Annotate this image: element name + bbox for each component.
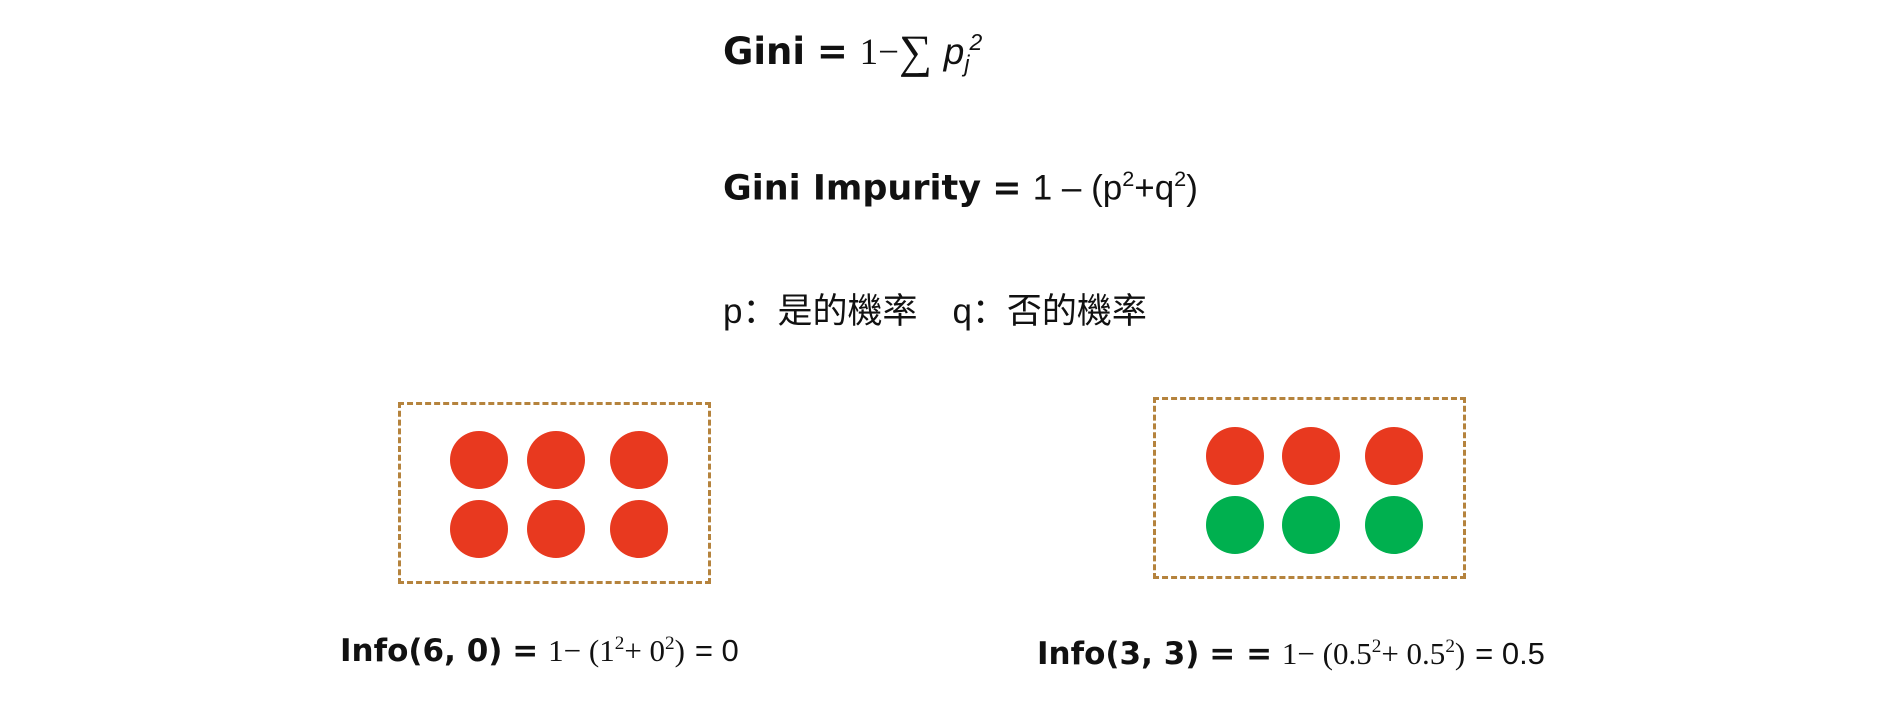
right-sup-a: 2 [1371,636,1382,657]
right-dot-2 [1282,427,1340,485]
right-result: = 0.5 [1475,635,1545,671]
left-dot-1 [450,431,508,489]
gini-impurity-equals: = [992,168,1022,209]
probability-legend: p：是的機率 q：否的機率 [723,292,1147,331]
gini-impurity-sup-q: 2 [1174,166,1187,191]
left-sup-a: 2 [614,633,625,654]
right-info-equation: Info(3, 3) = = 1− (0.52+ 0.52) = 0.5 [1037,637,1545,670]
gini-impurity-sup-p: 2 [1122,166,1135,191]
left-sup-b: 2 [665,633,675,654]
gini-formula: Gini = 1−∑ pj2 [723,27,983,78]
right-sup-b: 2 [1445,636,1455,657]
left-dot-2 [527,431,585,489]
left-dot-3 [610,431,668,489]
gini-impurity-label: Gini Impurity [723,168,982,209]
left-info-label: Info(6, 0) [340,632,503,669]
right-expr-b: + 0.5 [1381,635,1446,671]
left-sample-box [398,402,711,584]
left-result: = 0 [694,632,739,668]
right-expr-c: ) [1454,635,1466,671]
gini-one: 1 [859,32,879,74]
gini-equals: = [816,30,848,74]
right-expr-a: 1− (0.5 [1281,635,1372,671]
left-dot-4 [450,500,508,558]
right-dot-5 [1282,496,1340,554]
left-expr-a: 1− (1 [548,632,615,668]
gini-label: Gini [723,30,806,74]
gini-impurity-plus-q: +q [1134,168,1175,208]
gini-impurity-close: ) [1186,168,1198,208]
gini-minus: − [878,32,899,74]
right-dot-6 [1365,496,1423,554]
left-info-equals: = [512,632,539,669]
left-expr-c: ) [674,632,685,668]
right-info-equals: = = [1209,635,1273,672]
gini-sigma: ∑ [899,27,932,78]
gini-p: p [943,31,965,73]
left-expr-b: + 0 [624,632,666,668]
right-info-label: Info(3, 3) [1037,635,1200,672]
right-dot-1 [1206,427,1264,485]
left-dot-5 [527,500,585,558]
left-dot-6 [610,500,668,558]
right-sample-box [1153,397,1466,579]
gini-impurity-lead: 1 – (p [1032,168,1123,208]
gini-impurity-formula: Gini Impurity = 1 – (p2+q2) [723,168,1198,206]
gini-subscript: j [964,50,970,77]
gini-superscript: 2 [969,29,983,56]
left-info-equation: Info(6, 0) = 1− (12+ 02) = 0 [340,634,739,667]
right-dot-4 [1206,496,1264,554]
right-dot-3 [1365,427,1423,485]
